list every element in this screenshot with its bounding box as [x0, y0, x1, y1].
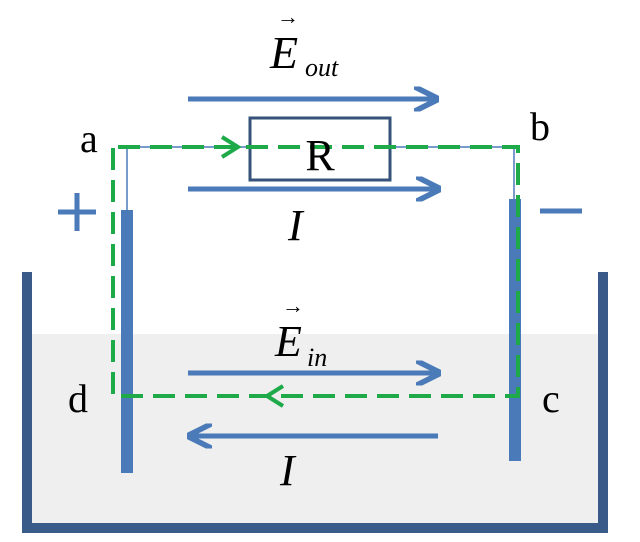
e-in-subscript: in	[307, 343, 327, 372]
node-label-b: b	[530, 104, 550, 149]
resistor-label: R	[305, 131, 335, 180]
label-e-out: → E out	[269, 4, 339, 82]
plus-sign	[58, 193, 96, 231]
e-out-subscript: out	[305, 53, 339, 82]
e-in-symbol: E	[274, 317, 302, 366]
current-label-bottom: I	[279, 446, 297, 495]
loop-arrow-top	[220, 135, 242, 159]
e-out-vector-arrow: →	[277, 4, 299, 29]
integration-loop	[111, 145, 520, 398]
node-label-c: c	[542, 376, 560, 421]
container-vessel	[22, 272, 608, 533]
node-label-d: d	[68, 376, 88, 421]
e-out-symbol: E	[269, 27, 298, 78]
label-e-in: → E in	[274, 293, 327, 372]
electrode-left	[121, 210, 133, 473]
current-label-top: I	[287, 201, 305, 250]
loop-arrow-bottom	[263, 384, 285, 408]
e-in-vector-arrow: →	[282, 293, 304, 318]
node-label-a: a	[80, 116, 98, 161]
